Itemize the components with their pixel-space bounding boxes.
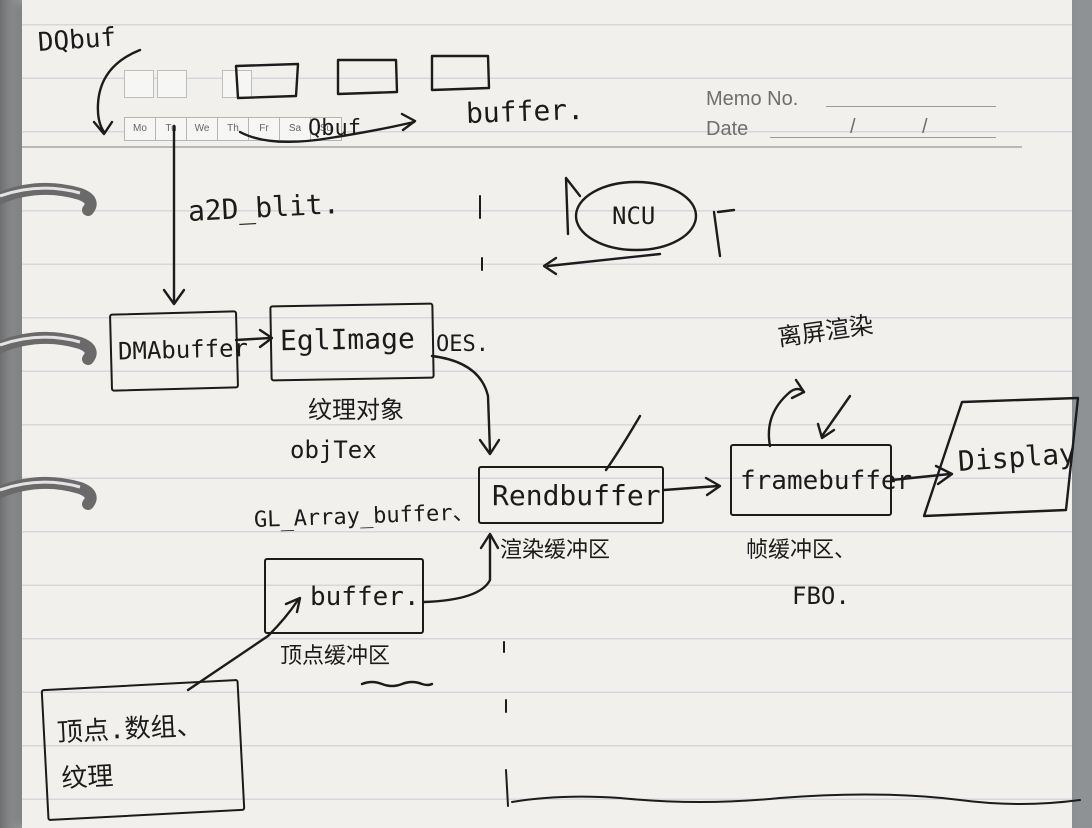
vertex-buffer-cn-note: 顶点缓冲区 [280, 644, 391, 669]
egl-to-rend-arrow [430, 354, 492, 454]
display-label: Display [956, 436, 1077, 478]
rendbuffer-box: Rendbuffer [478, 466, 664, 524]
frame-to-display-arrow [890, 472, 952, 482]
top-box-3 [430, 54, 491, 92]
rend-to-frame-arrow [662, 484, 720, 492]
dqbuf-note: DQbuf [36, 22, 118, 58]
offscreen-arrow-right [820, 394, 852, 438]
dqbuf-arrow [96, 48, 142, 134]
display-outline [922, 396, 1080, 518]
wavy-underline [360, 680, 434, 688]
qbuf-arrow [238, 120, 416, 144]
render-buffer-cn-note: 渲染缓冲区 [500, 538, 611, 563]
framebuffer-label: framebuffer [740, 466, 913, 496]
weekday-tu: Tu [156, 118, 187, 140]
date-separator-1: / [850, 116, 856, 138]
ncu-arrow [546, 252, 662, 268]
qbuf-note: Qbuf [308, 116, 361, 141]
binder-ring-middle [0, 331, 97, 365]
buffer-to-rend-arrow [422, 534, 492, 604]
eglimage-box: EglImage [269, 302, 435, 382]
eglimage-label: EglImage [279, 321, 416, 358]
bottom-wave [511, 793, 1081, 805]
cloudy-icon [157, 70, 187, 98]
fbo-note: FBO. [792, 582, 850, 610]
header-rule [22, 146, 1022, 148]
ncu-note: NCU [612, 202, 656, 230]
texture-label: 纹理 [60, 761, 115, 795]
a2d-blit-note: a2D_blit. [187, 187, 341, 228]
weekday-su: Su [311, 118, 341, 140]
memo-no-line [826, 106, 996, 107]
ncu-circle [574, 180, 698, 252]
array-to-buffer-arrow [186, 598, 300, 692]
offscreen-arrow-left [767, 387, 806, 448]
vertex-array-box: 顶点.数组、 纹理 [40, 678, 246, 822]
vertex-buffer-label: buffer. [310, 582, 420, 612]
frame-buffer-cn-note: 帧缓冲区、 [746, 538, 857, 563]
binder-ring-top [0, 182, 97, 216]
top-buffer-note: buffer. [465, 92, 585, 130]
weekday-fr: Fr [249, 118, 280, 140]
date-label: Date [706, 118, 749, 140]
dmabuffer-label: DMAbuffer [117, 334, 249, 366]
top-box-1 [234, 62, 300, 100]
top-box-2 [336, 58, 399, 96]
sun-icon [124, 70, 154, 98]
dma-to-egl-arrow [234, 336, 272, 342]
vertex-array-label: 顶点.数组、 [56, 710, 204, 749]
ncu-bracket-left [564, 176, 582, 236]
rendbuffer-label: Rendbuffer [492, 479, 661, 512]
ogles-note: OES. [436, 332, 489, 357]
vertex-buffer-box: buffer. [264, 558, 424, 634]
weather-icons [124, 70, 190, 98]
weekday-th: Th [218, 118, 249, 140]
ncu-bracket-right [712, 208, 736, 258]
date-separator-2: / [922, 116, 928, 138]
objtex-note: objTex [290, 436, 377, 464]
framebuffer-box: framebuffer [730, 444, 912, 516]
memo-no-label: Memo No. [706, 88, 799, 110]
weekday-mo: Mo [125, 118, 156, 140]
texture-object-note: 纹理对象 [308, 396, 404, 424]
weekday-sa: Sa [280, 118, 311, 140]
rend-tick [604, 414, 642, 472]
dmabuffer-box: DMAbuffer [109, 310, 248, 392]
date-line [770, 137, 996, 138]
binder-ring-bottom [0, 476, 97, 510]
weekday-we: We [187, 118, 218, 140]
